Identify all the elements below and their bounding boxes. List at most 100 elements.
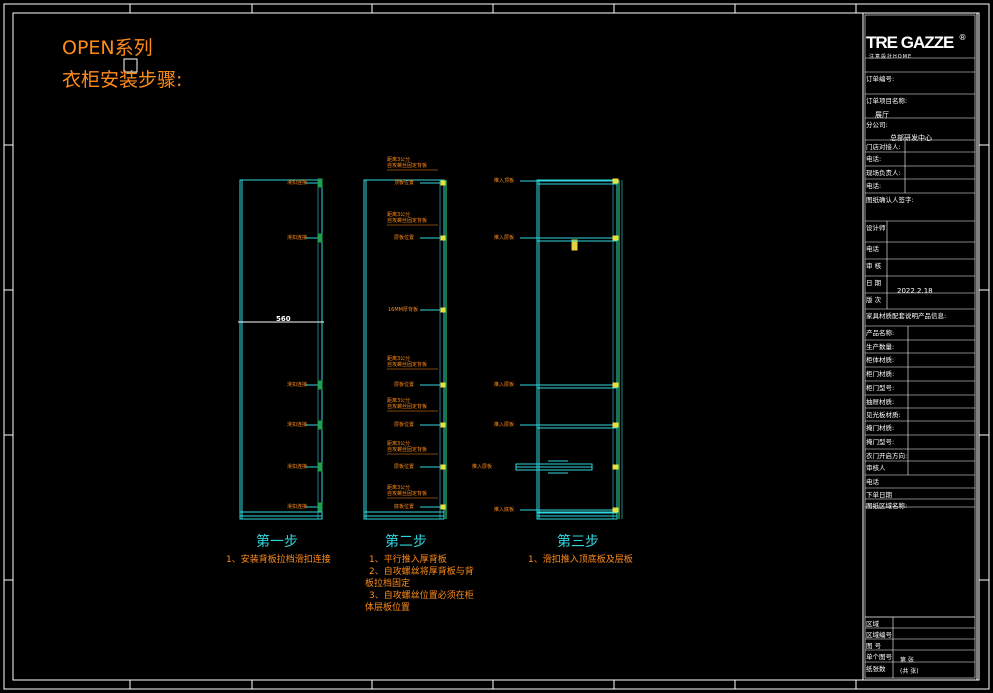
screw-point-mark — [440, 422, 446, 428]
slide-connector-label: 滑扣连接 — [287, 382, 308, 388]
screw-note-line2: 自攻螺丝固定背板 — [387, 362, 428, 368]
slide-connector-label: 滑扣连接 — [287, 422, 308, 428]
date-value: 2022.2.18 — [897, 287, 933, 295]
screw-note-line1: 距离3公分 — [387, 212, 411, 218]
screw-point-mark — [440, 180, 446, 186]
step1-instruction: 1、安装背板拉档滑扣连接 — [226, 555, 331, 565]
slide-clip-mark — [317, 380, 323, 390]
title-block-row-label: 家具材质配套说明产品信息: — [866, 312, 947, 320]
title-block — [862, 12, 978, 681]
insert-label: 推入层板 — [472, 464, 493, 470]
slide-clip-mark — [612, 178, 619, 184]
screw-note-line2: 自攻螺丝固定背板 — [387, 491, 428, 497]
title-block-row-label: 电话 — [866, 245, 879, 253]
step1-title: 第一步 — [256, 534, 298, 550]
step3-instruction: 1、滑扣推入顶底板及层板 — [528, 555, 633, 565]
slide-clip-mark — [317, 502, 323, 512]
title-block-row-label: 图 号 — [866, 642, 882, 650]
project-name-value: 展厅 — [875, 111, 889, 119]
insert-label: 推入顶板 — [494, 178, 515, 184]
drawing-title: OPEN系列 — [62, 37, 153, 59]
slide-clip-mark — [612, 235, 619, 241]
slide-connector-label: 滑扣连接 — [287, 464, 308, 470]
screw-note-line1: 距离3公分 — [387, 441, 411, 447]
brand-logo: TRE GAZZE ® 注意設計HOME — [866, 33, 972, 60]
title-block-row-label: 设计师 — [866, 224, 886, 232]
sheet-number: 第 张 — [900, 657, 914, 664]
panel-position-label: 底板位置 — [394, 504, 415, 510]
title-block-row-label: 产品名称: — [866, 329, 895, 337]
slide-connector-label: 滑扣连接 — [287, 180, 308, 186]
step2-title: 第二步 — [385, 534, 427, 550]
screw-note-line2: 自攻螺丝固定背板 — [387, 218, 428, 224]
step2-instruction: 1、平行推入厚背板 — [369, 555, 447, 565]
insert-label: 推入层板 — [494, 382, 515, 388]
title-block-row-label: 见光板材质: — [866, 411, 901, 419]
screw-point-mark — [440, 464, 446, 470]
title-block-row-label: 掩门材质: — [866, 424, 895, 432]
title-block-row-label: 电话 — [866, 478, 879, 486]
brand-sub-text: 注意設計HOME — [869, 54, 913, 60]
title-block-row-label: 图纸区域名称: — [866, 502, 908, 510]
inner-frame — [12, 12, 980, 681]
title-block-row-label: 分公司: — [866, 121, 888, 129]
title-block-row-label: 订单项目名称: — [866, 97, 908, 105]
slide-clip-mark — [612, 507, 619, 513]
outer-frame — [3, 3, 990, 690]
step2-instruction: 3、自攻螺丝位置必须在柜 — [369, 591, 474, 601]
panel-position-label: 16MM厚背板 — [388, 307, 418, 313]
screw-point-mark — [440, 307, 446, 313]
panel-position-label: 层板位置 — [394, 235, 415, 241]
title-block-row-label: 门店对接人: — [866, 143, 901, 151]
title-block-row-label: 下单日期 — [866, 491, 892, 499]
insert-label: 推入层板 — [494, 422, 515, 428]
step2-instruction: 板拉档固定 — [365, 579, 411, 589]
title-block-row-label: 审 核 — [866, 262, 882, 270]
cabinet-step3 — [515, 179, 623, 520]
registered-mark: ® — [958, 33, 967, 42]
slide-clip-mark — [612, 422, 619, 428]
panel-position-label: 层板位置 — [394, 422, 415, 428]
title-block-row-label: 区域 — [866, 620, 879, 628]
title-block-row-label: 区域编号 — [866, 631, 892, 639]
title-block-row-label: 日 期 — [866, 279, 882, 287]
screw-note-line1: 距离3公分 — [387, 485, 411, 491]
slide-clip-mark — [317, 233, 323, 243]
step3-title: 第三步 — [557, 534, 599, 550]
cabinet-step1 — [238, 179, 324, 520]
title-block-row-label: 单个图号 — [866, 653, 892, 661]
title-block-row-label: 掩门型号: — [866, 438, 895, 446]
screw-note-line1: 距离3公分 — [387, 356, 411, 362]
cabinet-step2 — [363, 179, 447, 520]
branch-value: 总部研发中心 — [890, 134, 932, 142]
insert-label: 推入层板 — [494, 235, 515, 241]
title-block-row-label: 审核人 — [866, 464, 886, 472]
screw-note-line2: 自攻螺丝固定背板 — [387, 447, 428, 453]
screw-note-line2: 自攻螺丝固定背板 — [387, 404, 428, 410]
screw-note-line2: 自攻螺丝固定背板 — [387, 163, 428, 169]
drawing-subtitle: 衣柜安装步骤: — [62, 69, 183, 91]
title-block-row-label: 订单编号: — [866, 75, 895, 83]
panel-position-label: 顶板位置 — [394, 180, 415, 186]
screw-point-mark — [440, 235, 446, 241]
title-block-row-label: 柜门型号: — [866, 384, 895, 392]
title-block-row-label: 电话: — [866, 182, 882, 190]
screw-note-line1: 距离3公分 — [387, 398, 411, 404]
slide-clip-mark — [612, 382, 619, 388]
slide-clip-mark — [317, 420, 323, 430]
sheet-total: (共 张) — [900, 668, 919, 675]
title-block-row-label: 衣门开启方向: — [866, 452, 908, 460]
slide-clip-mark — [317, 178, 323, 188]
slide-connector-label: 滑扣连接 — [287, 504, 308, 510]
brand-logo-text: TRE GAZZE — [866, 33, 954, 52]
panel-position-label: 层板位置 — [394, 382, 415, 388]
title-block-row-label: 生产数量: — [866, 343, 895, 351]
title-block-row-label: 电话: — [866, 155, 882, 163]
slide-clip-mark — [612, 464, 619, 470]
slide-connector-label: 滑扣连接 — [287, 235, 308, 241]
title-block-row-label: 版 次 — [866, 296, 882, 304]
title-block-row-label: 柜体材质: — [866, 356, 895, 364]
step2-instruction: 2、自攻螺丝将厚背板与背 — [369, 567, 474, 577]
screw-note-line1: 距离3公分 — [387, 157, 411, 163]
